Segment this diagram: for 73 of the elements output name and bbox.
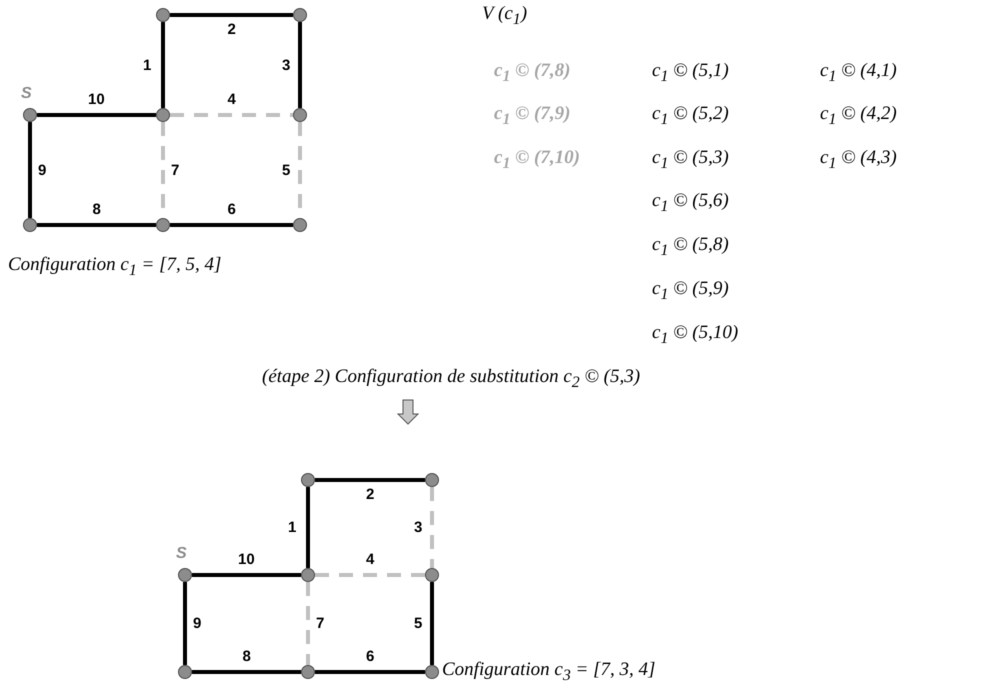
list-entry: c$_{1}$ © (4,2) bbox=[820, 103, 897, 129]
step-caption: (étape 2) Configuration de substitution c$_{2}$ © (5,3) bbox=[262, 366, 640, 392]
dashed-line bbox=[306, 582, 310, 665]
edge-label: 7 bbox=[316, 615, 324, 632]
junction-node bbox=[293, 108, 307, 122]
list-entry: c$_{1}$ © (5,2) bbox=[652, 103, 729, 129]
list-entry: c$_{1}$ © (5,6) bbox=[652, 190, 729, 216]
edge-label: 9 bbox=[193, 615, 202, 632]
junction-node bbox=[178, 665, 192, 679]
edge-label: 10 bbox=[238, 550, 255, 568]
line bbox=[183, 582, 187, 665]
junction-node bbox=[301, 665, 315, 679]
edge-label: 3 bbox=[282, 56, 290, 74]
junction-node bbox=[23, 218, 37, 232]
source-label: S bbox=[176, 545, 187, 563]
junction-node bbox=[301, 568, 315, 582]
dashed-line bbox=[170, 113, 293, 117]
edge-label: 7 bbox=[171, 162, 180, 178]
line bbox=[315, 478, 425, 482]
edge-label: 2 bbox=[366, 486, 374, 502]
edge-label: 9 bbox=[38, 162, 46, 178]
list-entry: c$_{1}$ © (5,1) bbox=[652, 60, 729, 86]
list-entry: c$_{1}$ © (5,10) bbox=[652, 322, 738, 348]
junction-node bbox=[425, 568, 439, 582]
list-entry: c$_{1}$ © (5,8) bbox=[652, 234, 729, 260]
line bbox=[170, 13, 293, 17]
junction-node bbox=[293, 8, 307, 22]
edge-label: 6 bbox=[228, 200, 236, 218]
line bbox=[28, 122, 32, 218]
junction-node bbox=[425, 665, 439, 679]
line bbox=[192, 573, 301, 577]
line bbox=[430, 582, 434, 665]
junction-node bbox=[301, 473, 315, 487]
heading: V (c$_{1}$) bbox=[482, 3, 528, 29]
line bbox=[192, 670, 301, 674]
list-entry: c$_{1}$ © (7,9) bbox=[494, 103, 570, 129]
line bbox=[37, 223, 156, 227]
edge-label: 4 bbox=[228, 90, 236, 108]
list-entry: c$_{1}$ © (4,1) bbox=[820, 60, 897, 86]
edge-label: 1 bbox=[288, 519, 296, 536]
junction-node bbox=[156, 8, 170, 22]
list-entry: c$_{1}$ © (5,9) bbox=[652, 278, 729, 304]
edge-label: 8 bbox=[92, 200, 101, 218]
junction-node bbox=[156, 108, 170, 122]
edge-label: 3 bbox=[414, 519, 422, 536]
junction-node bbox=[293, 218, 307, 232]
junction-node bbox=[425, 473, 439, 487]
caption: Configuration c$_{3}$ = [7, 3, 4] bbox=[442, 659, 656, 685]
edge-label: 1 bbox=[143, 56, 152, 74]
edge-label: 5 bbox=[282, 162, 290, 178]
line bbox=[315, 670, 425, 674]
edge-label: 2 bbox=[228, 20, 236, 38]
source-label: S bbox=[21, 85, 32, 103]
dashed-line bbox=[315, 573, 425, 577]
junction-node bbox=[23, 108, 37, 122]
edge-label: 4 bbox=[366, 550, 374, 568]
list-entry: c$_{1}$ © (7,8) bbox=[494, 60, 570, 86]
edge-label: 10 bbox=[88, 90, 105, 108]
edge-label: 8 bbox=[242, 648, 251, 664]
list-entry: c$_{1}$ © (4,3) bbox=[820, 147, 897, 173]
edge-label: 5 bbox=[414, 615, 422, 632]
junction-node bbox=[156, 218, 170, 232]
dashed-line bbox=[430, 487, 434, 568]
line bbox=[170, 223, 293, 227]
list-entry: c$_{1}$ © (5,3) bbox=[652, 147, 729, 173]
junction-node bbox=[178, 568, 192, 582]
line bbox=[306, 487, 310, 568]
line bbox=[298, 22, 302, 108]
edge-label: 6 bbox=[366, 648, 374, 664]
caption: Configuration c$_{1}$ = [7, 5, 4] bbox=[8, 254, 222, 280]
line bbox=[161, 22, 165, 108]
list-entry: c$_{1}$ © (7,10) bbox=[494, 147, 580, 173]
line bbox=[37, 113, 156, 117]
